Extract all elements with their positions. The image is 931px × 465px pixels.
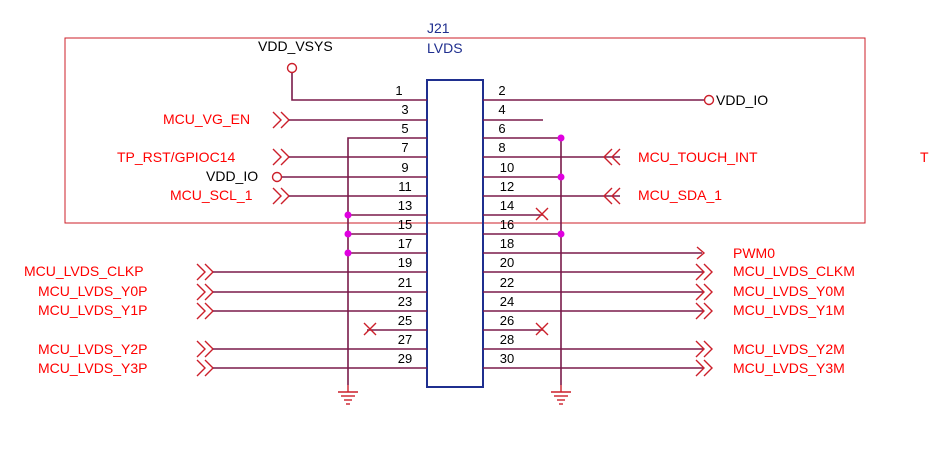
pin-30: 30 xyxy=(500,351,514,366)
junction-dot xyxy=(557,173,565,181)
net-label-y1p: MCU_LVDS_Y1P xyxy=(38,302,147,318)
vdd-vsys-label: VDD_VSYS xyxy=(258,38,333,54)
pin-18: 18 xyxy=(500,236,514,251)
offpage-left-icon-scl xyxy=(272,187,290,205)
pin-13: 13 xyxy=(398,198,412,213)
pin-11: 11 xyxy=(398,179,412,194)
pin-22: 22 xyxy=(500,275,514,290)
component-ref: J21 xyxy=(427,20,450,36)
pin-3: 3 xyxy=(401,102,408,117)
offpage-left-icon-y1p xyxy=(196,302,214,320)
pin-28: 28 xyxy=(500,332,514,347)
junction-dot xyxy=(557,134,565,142)
offpage-right-icon-clkm xyxy=(695,263,713,281)
offpage-left-icon-y3p xyxy=(196,359,214,377)
vdd-vsys-port-icon xyxy=(286,62,298,74)
pin-19: 19 xyxy=(398,255,412,270)
pin-24: 24 xyxy=(500,294,514,309)
pin-7: 7 xyxy=(401,140,408,155)
pin-16: 16 xyxy=(500,217,514,232)
offpage-left-icon-y2p xyxy=(196,340,214,358)
net-label-mcu-vg-en: MCU_VG_EN xyxy=(163,111,250,127)
net-label-y0m: MCU_LVDS_Y0M xyxy=(733,283,845,299)
region-outline xyxy=(64,37,866,224)
offpage-right-icon-pwm0 xyxy=(696,246,706,260)
offpage-right-icon-sda xyxy=(603,187,621,205)
pin-21: 21 xyxy=(398,275,412,290)
net-label-mcu-sda: MCU_SDA_1 xyxy=(638,187,722,203)
ground-left-icon xyxy=(338,385,358,405)
pin-8: 8 xyxy=(498,140,505,155)
vdd-io-left-label: VDD_IO xyxy=(206,168,258,184)
pin-25: 25 xyxy=(398,313,412,328)
net-label-clkm: MCU_LVDS_CLKM xyxy=(733,263,855,279)
offpage-left-icon-y0p xyxy=(196,283,214,301)
connector-body xyxy=(426,79,484,388)
pin-10: 10 xyxy=(500,160,514,175)
left-pin-stubs xyxy=(367,99,427,369)
no-connect-icon-pin-25 xyxy=(363,322,377,336)
component-value: LVDS xyxy=(427,40,463,56)
junction-dot xyxy=(344,249,352,257)
net-label-tp-rst: TP_RST/GPIOC14 xyxy=(117,149,235,165)
pin-1: 1 xyxy=(395,83,402,98)
net-label-y1m: MCU_LVDS_Y1M xyxy=(733,302,845,318)
offpage-right-icon-y2m xyxy=(695,340,713,358)
offpage-left-icon-tp-rst xyxy=(272,148,290,166)
net-label-y2p: MCU_LVDS_Y2P xyxy=(38,341,147,357)
pin-6: 6 xyxy=(498,121,505,136)
pin-9: 9 xyxy=(401,160,408,175)
pin-15: 15 xyxy=(398,217,412,232)
junction-dot xyxy=(557,230,565,238)
pin-2: 2 xyxy=(498,83,505,98)
right-pin-stubs xyxy=(483,99,543,369)
offpage-right-icon-y1m xyxy=(695,302,713,320)
offpage-right-icon-y3m xyxy=(695,359,713,377)
junction-dot xyxy=(344,230,352,238)
pin-14: 14 xyxy=(500,198,514,213)
pin-27: 27 xyxy=(398,332,412,347)
edge-fragment-text: T xyxy=(920,149,929,165)
vdd-io-right-label: VDD_IO xyxy=(716,92,768,108)
pin-23: 23 xyxy=(398,294,412,309)
pin-20: 20 xyxy=(500,255,514,270)
net-label-mcu-scl: MCU_SCL_1 xyxy=(170,187,253,203)
pin-17: 17 xyxy=(398,236,412,251)
left-pin-numbers: 1 3 5 7 9 11 13 15 17 19 21 23 25 27 29 xyxy=(395,83,412,366)
vdd-io-left-port-icon xyxy=(271,171,283,183)
vdd-io-right-port-icon xyxy=(703,94,715,106)
offpage-left-icon-clkp xyxy=(196,263,214,281)
pin-12: 12 xyxy=(500,179,514,194)
ground-right-icon xyxy=(551,385,571,405)
net-label-touch-int: MCU_TOUCH_INT xyxy=(638,149,758,165)
junction-dot xyxy=(344,211,352,219)
net-label-pwm0: PWM0 xyxy=(733,245,775,261)
vdd-vsys-wire xyxy=(291,73,367,101)
net-label-y0p: MCU_LVDS_Y0P xyxy=(38,283,147,299)
pin-5: 5 xyxy=(401,121,408,136)
right-pin-numbers: 2 4 6 8 10 12 14 16 18 20 22 24 26 28 30 xyxy=(498,83,514,366)
net-label-y2m: MCU_LVDS_Y2M xyxy=(733,341,845,357)
offpage-right-icon-y0m xyxy=(695,283,713,301)
pin-4: 4 xyxy=(498,102,505,117)
no-connect-icon-pin-26 xyxy=(535,322,549,336)
pin-26: 26 xyxy=(500,313,514,328)
net-label-y3m: MCU_LVDS_Y3M xyxy=(733,360,845,376)
net-label-clkp: MCU_LVDS_CLKP xyxy=(24,263,144,279)
no-connect-icon-pin-14 xyxy=(535,207,549,221)
offpage-left-icon-vg-en xyxy=(272,111,290,129)
pin-29: 29 xyxy=(398,351,412,366)
left-ground-bus xyxy=(347,137,367,385)
net-label-y3p: MCU_LVDS_Y3P xyxy=(38,360,147,376)
offpage-right-icon-touch-int xyxy=(603,148,621,166)
